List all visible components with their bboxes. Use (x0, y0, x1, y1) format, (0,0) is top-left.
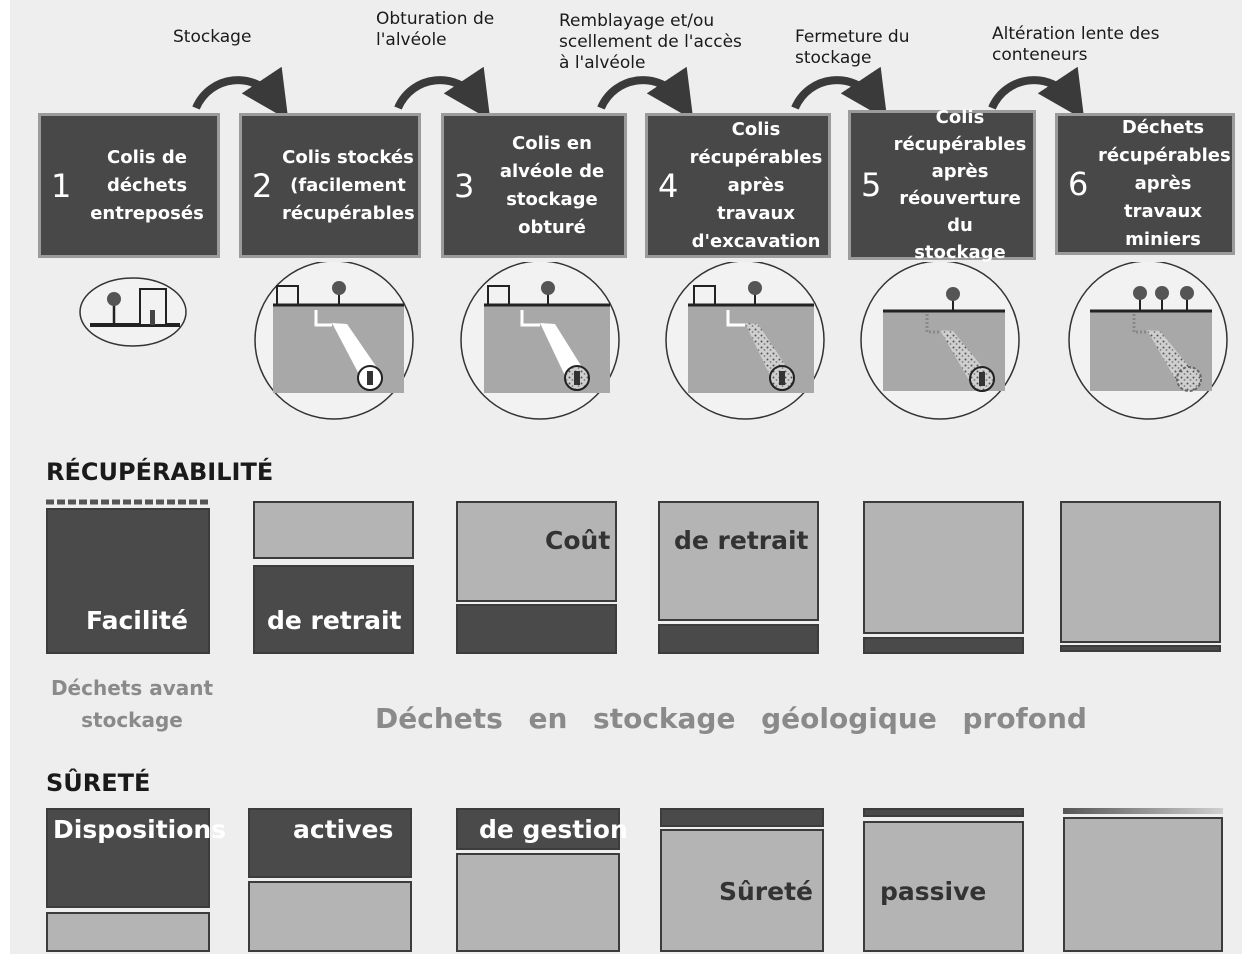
note-word: stockage (593, 702, 736, 735)
step-box-3: 3 Colis en alvéole de stockage obturé (441, 113, 627, 258)
step-box-5: 5 Colis récupérables après réouverture d… (848, 107, 1036, 263)
surete-heading: SÛRETÉ (46, 769, 151, 797)
recup-bar-5-cost (863, 501, 1024, 634)
surete-bar-2-passive (248, 881, 412, 952)
surete-bar-6-active (1063, 808, 1223, 814)
step-number: 2 (252, 166, 273, 205)
surete-bar-6-passive (1063, 817, 1223, 952)
step-number: 4 (658, 166, 679, 205)
illustration-2 (254, 262, 414, 420)
recup-label-cout: Coût (545, 526, 611, 555)
transition-arrows (192, 66, 1085, 120)
surete-bar-5-passive (863, 821, 1024, 952)
surete-label-passive: passive (880, 877, 987, 906)
surete-label-de-gestion: de gestion (479, 815, 628, 844)
arrow-3 (597, 66, 694, 120)
surete-label-dispositions: Dispositions (53, 815, 227, 844)
transition-label-3: Remblayage et/ou scellement de l'accès à… (559, 11, 742, 73)
step-number: 5 (861, 166, 882, 204)
step-box-2: 2 Colis stockés (facilement récupérables (239, 113, 421, 258)
surete-bar-4-passive (660, 829, 824, 952)
illustration-5 (860, 262, 1020, 420)
surete-bar-1-passive (46, 912, 210, 952)
recup-bar-3-ease (456, 604, 617, 654)
step-label: Colis en alvéole de stockage obturé (499, 132, 605, 238)
illustration-4 (665, 262, 825, 420)
step-label: Déchets récupérables après travaux minie… (1098, 117, 1231, 250)
step-number: 1 (51, 166, 72, 205)
recup-label-de-retrait: de retrait (267, 606, 402, 635)
illustration-6 (1068, 262, 1228, 420)
note-word: profond (962, 702, 1087, 735)
transition-label-1: Stockage (173, 27, 252, 47)
note-deep-storage: Déchets en stockage géologique profond (375, 702, 1087, 735)
transition-label-4: Fermeture du stockage (795, 27, 910, 68)
surete-label-actives: actives (293, 815, 394, 844)
illustration-3 (460, 262, 620, 420)
illustration-1 (79, 277, 187, 347)
step-label: Colis récupérables après réouverture du … (893, 107, 1027, 263)
surete-bar-5-active (863, 808, 1024, 817)
recup-bar-2-ease (253, 565, 414, 654)
step-label: Colis récupérables après travaux d'excav… (689, 118, 823, 252)
note-before-storage: Déchets avant stockage (50, 676, 214, 732)
surete-bar-1-active (46, 808, 210, 908)
note-word: en (528, 702, 568, 735)
transition-label-5: Altération lente des conteneurs (992, 24, 1160, 65)
step-label: Colis stockés (facilement récupérables (282, 146, 415, 224)
surete-bar-3-passive (456, 853, 620, 952)
surete-bar-3-active (456, 808, 620, 850)
recup-bar-4-ease (658, 624, 819, 654)
step-box-6: 6 Déchets récupérables après travaux min… (1055, 113, 1235, 255)
arrow-1 (192, 66, 289, 120)
recup-label-de-retrait-cost: de retrait (674, 526, 809, 555)
surete-label-surete: Sûreté (719, 877, 813, 906)
step-label: Colis de déchets entreposés (90, 146, 204, 224)
note-word: Déchets (375, 702, 503, 735)
arrow-4 (791, 66, 888, 120)
step-number: 3 (454, 166, 475, 205)
transition-label-2: Obturation de l'alvéole (376, 9, 495, 50)
recup-bar-6-ease (1060, 645, 1221, 652)
stage-illustrations (79, 262, 1228, 420)
arrow-2 (394, 66, 491, 120)
recup-label-facilite: Facilité (86, 606, 188, 635)
recup-bar-4-cost (658, 501, 819, 621)
note-word: géologique (761, 702, 937, 735)
recup-bar-2-cost (253, 501, 414, 559)
recup-bar-6-cost (1060, 501, 1221, 643)
surete-bar-2-active (248, 808, 412, 878)
step-number: 6 (1068, 165, 1089, 203)
step-box-1: 1 Colis de déchets entreposés (38, 113, 220, 258)
arrow-5 (988, 66, 1085, 120)
diagram-canvas: Stockage Obturation de l'alvéole Remblay… (10, 0, 1242, 954)
step-box-4: 4 Colis récupérables après travaux d'exc… (645, 113, 831, 258)
surete-bar-4-active (660, 808, 824, 827)
recup-bar-5-ease (863, 637, 1024, 654)
recup-bar-1-ease (46, 508, 210, 654)
recup-bar-3-cost (456, 501, 617, 602)
recuperabilite-heading: RÉCUPÉRABILITÉ (46, 458, 274, 486)
dashed-top-marker (46, 499, 210, 505)
